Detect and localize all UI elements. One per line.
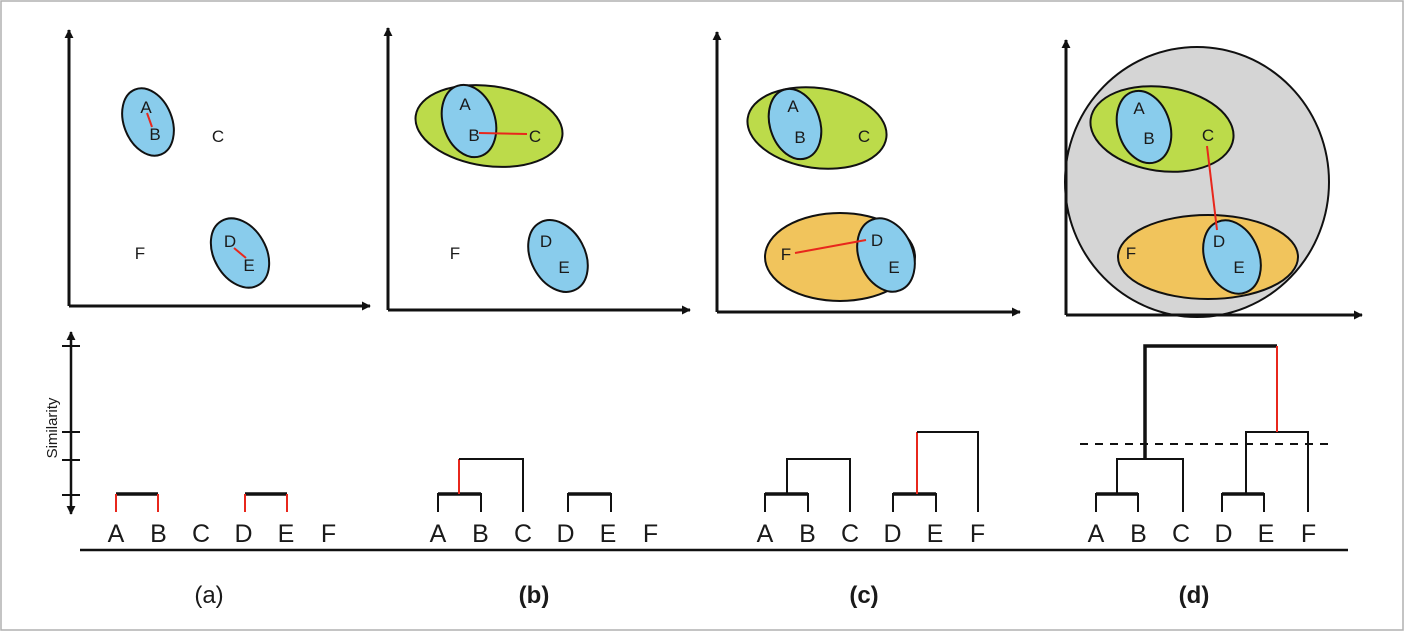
dendrogram-leaf-label: E <box>600 520 617 548</box>
point-label: E <box>243 256 254 275</box>
point-label: B <box>794 128 805 147</box>
cluster-ab-d <box>1115 89 1173 165</box>
dendrogram-leaf-label: B <box>1130 520 1147 548</box>
dendrogram-leaf-label: D <box>556 520 574 548</box>
point-label: F <box>1126 244 1136 263</box>
cluster-ab-c <box>767 87 823 161</box>
scatter-panel-b: A B C D E F <box>383 27 691 315</box>
dendrogram-b <box>437 458 612 512</box>
point-label: E <box>558 258 569 277</box>
point-label: A <box>787 97 799 116</box>
point-label: F <box>450 244 460 263</box>
dendrogram-leaf-label: E <box>1258 520 1275 548</box>
dendrogram-leaf-label: B <box>150 520 167 548</box>
dendrogram-leaf-label: F <box>643 520 658 548</box>
dendrogram-leaf-label: C <box>1172 520 1190 548</box>
point-label: F <box>135 244 145 263</box>
link-bc-b <box>478 132 528 135</box>
point-label: D <box>1213 232 1225 251</box>
point-label: F <box>781 245 791 264</box>
dendrogram-leaf-label: E <box>278 520 295 548</box>
point-label: C <box>529 127 541 146</box>
point-label: A <box>140 98 152 117</box>
point-label: C <box>1202 126 1214 145</box>
point-label: B <box>1143 129 1154 148</box>
dendrogram-leaf-label: B <box>472 520 489 548</box>
similarity-axis-label: Similarity <box>44 397 61 458</box>
link-ab-a <box>146 112 153 128</box>
link-de-a <box>233 247 247 259</box>
point-label: D <box>540 232 552 251</box>
cluster-de-b <box>527 219 589 293</box>
cluster-de-d <box>1202 219 1262 295</box>
cluster-ab-a <box>121 87 175 157</box>
link-cd-d <box>1206 145 1218 231</box>
dendrogram-a <box>115 492 288 512</box>
dendrogram-leaf-label: C <box>192 520 210 548</box>
dendrogram-c <box>764 431 979 512</box>
dendrogram-leaf-label: C <box>514 520 532 548</box>
dendrogram-leaf-label: D <box>883 520 901 548</box>
point-label: B <box>149 125 160 144</box>
dendrogram-leaf-label: D <box>234 520 252 548</box>
point-label: A <box>459 95 471 114</box>
dendrogram-leaf-label: A <box>430 520 447 548</box>
point-label: E <box>888 258 899 277</box>
dendrogram-leaf-label: F <box>970 520 985 548</box>
point-label: E <box>1233 258 1244 277</box>
point-label: A <box>1133 99 1145 118</box>
point-label: B <box>468 126 479 145</box>
cluster-de-c <box>856 217 916 293</box>
panel-caption: (a) <box>194 582 223 609</box>
cluster-ab-b <box>440 83 498 159</box>
dendrogram-leaf-label: A <box>108 520 125 548</box>
scatter-panel-d: A B C D E F <box>1061 39 1363 320</box>
point-label: C <box>212 127 224 146</box>
similarity-axis: Similarity <box>44 331 80 515</box>
dendrogram-leaf-label: A <box>757 520 774 548</box>
point-label: D <box>871 231 883 250</box>
dendrogram-leaf-label: B <box>799 520 816 548</box>
dendrogram-leaf-label: E <box>927 520 944 548</box>
scatter-panel-c: A B C D E F <box>712 31 1021 317</box>
dendrogram-leaf-label: A <box>1088 520 1105 548</box>
scatter-panel-a: A B C D E F <box>64 29 371 311</box>
dendrogram-leaf-label: D <box>1214 520 1232 548</box>
link-fd-c <box>794 239 867 254</box>
dendrogram-d <box>1080 344 1330 512</box>
point-label: C <box>858 127 870 146</box>
dendrogram-leaf-label: C <box>841 520 859 548</box>
panel-caption: (d) <box>1179 582 1210 609</box>
dendrogram-leaf-label: F <box>1301 520 1316 548</box>
point-label: D <box>224 232 236 251</box>
dendrogram-leaf-label: F <box>321 520 336 548</box>
panel-caption: (b) <box>519 582 550 609</box>
panel-caption: (c) <box>849 582 878 609</box>
